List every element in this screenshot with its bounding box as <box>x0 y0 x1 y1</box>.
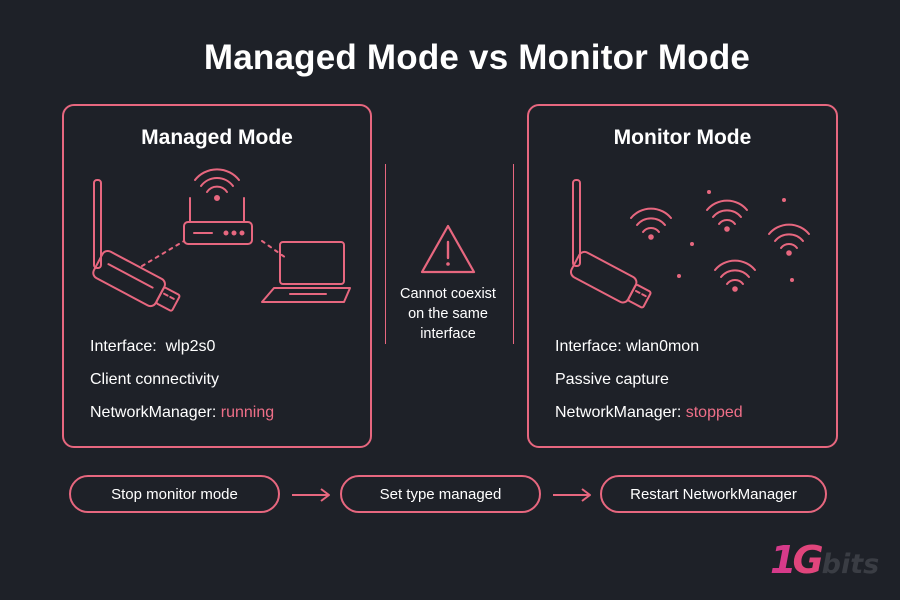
monitor-interface-value: wlan0mon <box>626 338 700 355</box>
managed-interface-line: Interface: wlp2s0 <box>90 338 215 356</box>
monitor-nm-status: stopped <box>685 404 743 421</box>
warning-line-1: Cannot coexist <box>400 286 496 302</box>
wifi-signal-icon <box>630 207 672 240</box>
managed-mode-panel: Managed Mode <box>62 104 372 448</box>
monitor-nm-line: NetworkManager: stopped <box>555 404 743 422</box>
laptop-icon <box>261 241 351 303</box>
managed-nm-status: running <box>220 404 275 421</box>
wifi-signal-icon <box>706 199 748 232</box>
brand-logo: 1Gbits <box>770 538 879 582</box>
monitor-role: Passive capture <box>555 371 669 388</box>
managed-nm-line: NetworkManager: running <box>90 404 274 422</box>
divider-right <box>513 164 514 344</box>
step-restart-networkmanager: Restart NetworkManager <box>600 475 827 513</box>
connection-line <box>261 240 287 259</box>
logo-g: G <box>792 538 824 582</box>
warning-triangle-icon <box>420 224 476 274</box>
page-title: Managed Mode vs Monitor Mode <box>203 38 751 77</box>
router-icon <box>183 168 253 245</box>
monitor-nm-label: NetworkManager: <box>555 404 682 421</box>
monitor-interface-label: Interface: <box>555 338 622 355</box>
monitor-mode-illustration <box>569 179 810 309</box>
wifi-signal-icon <box>714 259 756 292</box>
logo-bits: bits <box>821 549 880 580</box>
monitor-mode-title: Monitor Mode <box>613 126 752 149</box>
divider-left <box>385 164 386 344</box>
monitor-mode-panel: Monitor Mode <box>527 104 838 448</box>
scatter-dots <box>677 190 794 282</box>
monitor-interface-line: Interface: wlan0mon <box>555 338 699 356</box>
managed-interface-value: wlp2s0 <box>165 338 216 355</box>
warning-message: Cannot coexist on the same interface <box>380 284 516 344</box>
warning-line-2: on the same <box>408 306 488 322</box>
step-stop-monitor-mode: Stop monitor mode <box>69 475 280 513</box>
wifi-signal-icon <box>768 223 810 256</box>
arrow-right-icon <box>553 488 591 502</box>
connection-line <box>141 240 185 267</box>
warning-line-3: interface <box>420 326 476 342</box>
logo-one: 1 <box>770 538 797 582</box>
managed-mode-illustration <box>92 168 351 312</box>
arrow-right-icon <box>292 488 330 502</box>
usb-adapter-icon <box>92 179 181 312</box>
managed-nm-label: NetworkManager: <box>90 404 217 421</box>
step-set-type-managed: Set type managed <box>340 475 541 513</box>
managed-interface-label: Interface: <box>90 338 157 355</box>
usb-adapter-icon <box>569 179 652 309</box>
managed-mode-title: Managed Mode <box>141 126 293 149</box>
managed-role: Client connectivity <box>90 371 219 388</box>
